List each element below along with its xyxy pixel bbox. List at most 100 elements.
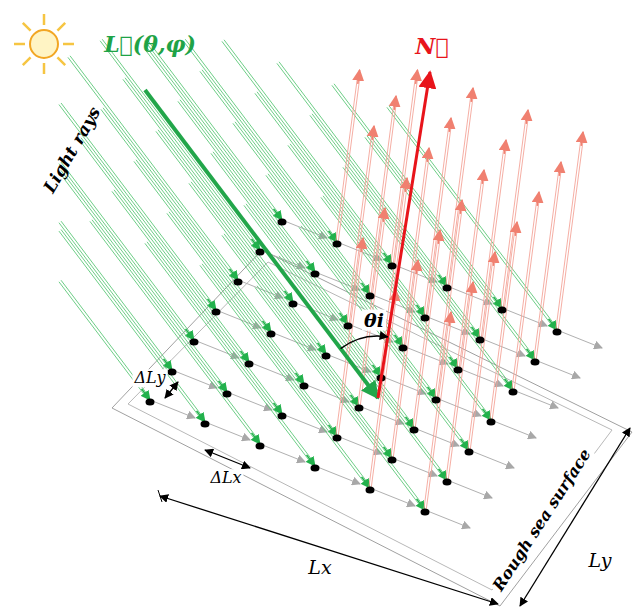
light-ray [222, 235, 389, 455]
sun-ray [63, 43, 74, 46]
surface-point [487, 419, 496, 426]
light-ray [191, 182, 358, 402]
surface-point [465, 449, 474, 456]
light-ray [145, 41, 279, 218]
ray-head [230, 269, 238, 280]
reflected-head [515, 222, 517, 236]
reflected-ray [371, 106, 396, 294]
light-ray [112, 191, 279, 411]
surface-point [278, 219, 287, 226]
reflected-head [438, 230, 440, 244]
surface-point [443, 479, 452, 486]
light-ray [343, 167, 510, 387]
angle-arc [341, 336, 388, 349]
ray-head [241, 351, 249, 362]
light-ray [183, 41, 333, 240]
reflected-head [460, 200, 462, 214]
reflected-head [449, 118, 451, 132]
reflected-head [449, 312, 451, 326]
light-ray [233, 123, 400, 343]
surface-point [267, 331, 276, 338]
ray-head [296, 373, 304, 384]
light-ray [167, 213, 334, 433]
dimension-lines [158, 382, 630, 606]
ray-head [142, 389, 150, 400]
surface-point [223, 391, 232, 398]
reflected-ray [393, 270, 418, 458]
surface-point [201, 421, 210, 428]
light-ray [125, 78, 292, 298]
sun-disc [30, 30, 58, 58]
reflected-head [394, 96, 396, 110]
reflected-head [405, 178, 407, 192]
surface-point [410, 427, 419, 434]
reflected-ray [446, 98, 471, 286]
light-ray [79, 139, 246, 359]
reflected-head [559, 162, 561, 176]
light-ray [147, 39, 281, 216]
reflected-ray [404, 158, 429, 346]
sun-icon [14, 14, 74, 74]
surface-point [245, 361, 254, 368]
light-ray [92, 220, 259, 440]
surface-point [454, 367, 463, 374]
light-ray [255, 287, 422, 507]
reflected-head [372, 126, 374, 140]
light-ray [200, 265, 367, 485]
light-ray [244, 205, 411, 425]
light-ray [147, 242, 314, 462]
surface-point [443, 285, 452, 292]
grid-arrow [557, 330, 602, 348]
sun-ray [23, 23, 31, 31]
reflected-head [581, 132, 583, 146]
surface-point [421, 509, 430, 516]
reflected-ray [481, 150, 506, 338]
reflected-ray [426, 128, 451, 316]
reflected-head [526, 110, 528, 124]
surface-point [146, 399, 155, 406]
surface-point [212, 309, 221, 316]
surface-point [289, 301, 298, 308]
reflected-ray [503, 120, 528, 308]
reflected-head [427, 148, 429, 162]
surface-point [344, 323, 353, 330]
reflected-ray [556, 142, 581, 330]
light-ray [200, 71, 367, 291]
ray-head [307, 455, 315, 466]
light-ray [288, 145, 455, 365]
grid-arrow [491, 420, 536, 438]
grid-arrow [535, 360, 580, 378]
light-ray [136, 160, 303, 380]
grid-arrow [469, 450, 514, 468]
reflected-ray [338, 80, 359, 242]
reflected-ray [426, 322, 451, 510]
inner-frame [128, 262, 612, 590]
light-ray [68, 57, 235, 277]
light-ray [61, 230, 204, 418]
normal-vector [378, 72, 430, 398]
light-ray [90, 221, 257, 441]
light-ray [145, 49, 312, 269]
reflected-head [504, 140, 506, 154]
surface-point [333, 241, 342, 248]
grid-arrow [447, 480, 492, 498]
reflected-ray [459, 180, 484, 368]
surface-point [553, 329, 562, 336]
light-ray [169, 212, 336, 432]
reflected-ray [492, 232, 517, 420]
reflected-ray [448, 292, 473, 480]
surface-point [311, 465, 320, 472]
reflected-head [537, 192, 539, 206]
light-ray [123, 79, 290, 299]
light-ray [156, 131, 323, 351]
light-ray [100, 41, 256, 248]
reflected-head [493, 252, 495, 266]
sun-ray [43, 63, 46, 74]
dimension-label: Ly [586, 550, 613, 571]
grid-arrow [425, 510, 470, 528]
angle-label: θi [362, 310, 386, 331]
ray-head [263, 321, 271, 332]
surface-point [498, 307, 507, 314]
light-ray [134, 161, 301, 381]
light-ray [103, 108, 270, 328]
